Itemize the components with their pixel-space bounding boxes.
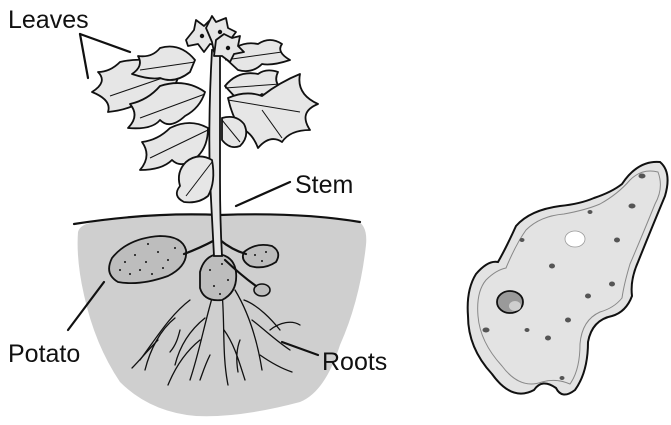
label-roots: Roots (322, 348, 387, 376)
cell-vacuole (565, 231, 585, 247)
tuber-center (200, 254, 236, 300)
cell-blob (468, 162, 668, 395)
label-stem: Stem (295, 171, 353, 199)
label-leaves: Leaves (8, 6, 89, 34)
label-potato: Potato (8, 340, 80, 368)
tuber-right (243, 245, 278, 267)
cell-nucleus (497, 291, 523, 313)
leaves (92, 40, 318, 202)
